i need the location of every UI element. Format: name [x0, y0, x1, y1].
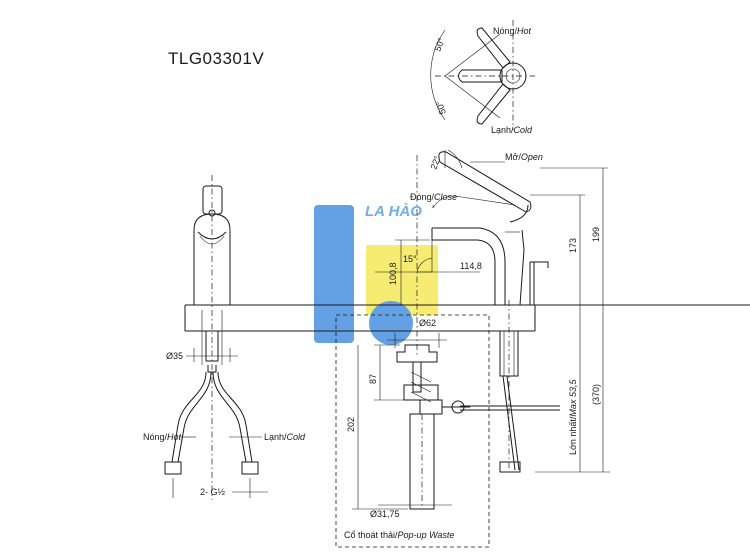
top-cold-label: Lạnh/Cold [491, 125, 533, 135]
dim-g12-label: 2- G½ [200, 487, 226, 497]
dim-spout-reach: 114,8 [460, 261, 482, 271]
dim-199: 199 [591, 227, 601, 242]
dim-35-label: Ø35 [166, 351, 183, 361]
top-angle-cold: 50° [434, 99, 448, 116]
side-view [375, 149, 610, 473]
watermark-yellow-block [366, 245, 438, 315]
lever-angle-label: 22° [428, 154, 442, 171]
watermark-text: LA HÀO [365, 203, 422, 220]
waste-label: Cổ thoát thải/Pop-up Waste [344, 530, 454, 540]
dim-370: (370) [591, 384, 601, 405]
watermark-logo: LA HÀO [314, 203, 438, 345]
close-label: Đóng/Close [410, 192, 457, 202]
top-hot-label: Nóng/Hot [493, 26, 532, 36]
open-label: Mở/Open [505, 152, 543, 162]
counter-top [184, 304, 750, 332]
dim-62: Ø62 [419, 318, 436, 328]
dim-spout-height: 100,8 [388, 262, 398, 285]
dim-87: 87 [368, 374, 378, 384]
top-view [430, 20, 535, 130]
dim-max: Lớn nhất/Max 53,5 [568, 379, 578, 455]
watermark-blue-circle [369, 301, 413, 345]
front-hot-label: Nóng/Hot [143, 432, 182, 442]
model-number: TLG03301V [168, 49, 265, 68]
dim-202: 202 [346, 417, 356, 432]
dim-3175: Ø31,75 [370, 509, 400, 519]
spout-angle-label: 15° [403, 254, 417, 264]
front-cold-label: Lạnh/Cold [264, 432, 306, 442]
front-view [164, 175, 268, 500]
watermark-blue-bar [314, 205, 354, 343]
dim-173: 173 [568, 238, 578, 253]
popup-waste [335, 314, 490, 548]
top-angle-hot: 50° [432, 36, 446, 53]
